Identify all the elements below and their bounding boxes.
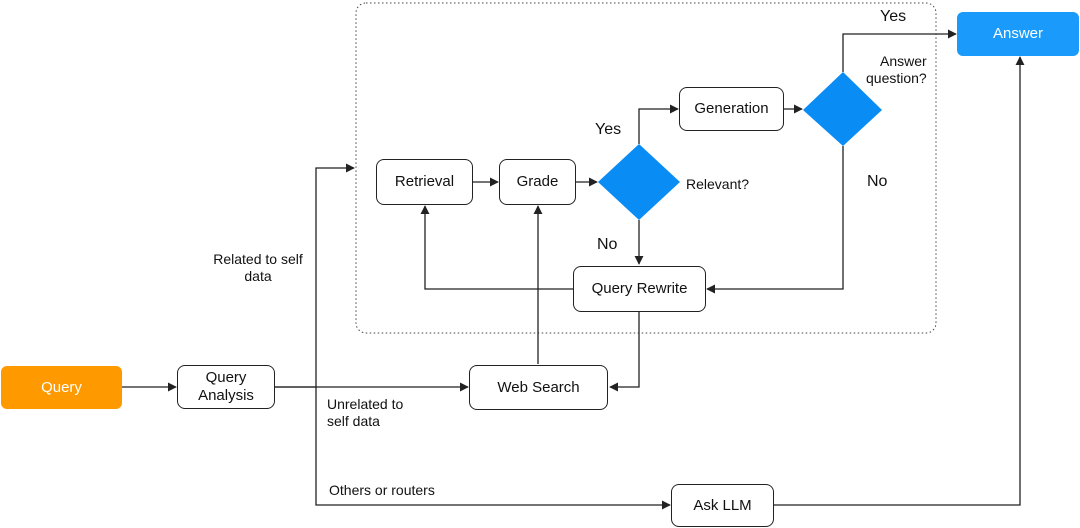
relevant-label: Relevant? — [686, 176, 750, 192]
edge-askllm-to-answer — [774, 56, 1025, 506]
query-analysis-node: Query Analysis — [177, 365, 275, 409]
unrelated-edge-label: Unrelated to self data — [327, 396, 404, 429]
edge-relevant-yes — [638, 104, 679, 144]
answer-no-label: No — [867, 173, 888, 190]
generation-node: Generation — [679, 87, 784, 131]
answer-node: Answer — [957, 12, 1079, 56]
retrieval-node: Retrieval — [376, 159, 473, 205]
relevant-yes-label: Yes — [595, 121, 622, 138]
edge-answer-no — [706, 146, 844, 294]
answer-question-label: Answer question? — [866, 53, 927, 86]
ask-llm-node: Ask LLM — [671, 484, 774, 527]
answer-question-decision — [803, 72, 882, 146]
grade-node: Grade — [499, 159, 576, 205]
others-edge-label: Others or routers — [329, 482, 435, 498]
query-rewrite-node: Query Rewrite — [573, 266, 706, 312]
web-search-node: Web Search — [469, 365, 608, 410]
edge-analysis-to-askllm — [315, 387, 671, 510]
edge-rewrite-to-websearch — [609, 311, 640, 392]
edge-rewrite-to-retrieval — [420, 205, 573, 290]
relevant-decision — [598, 144, 680, 220]
answer-yes-label: Yes — [880, 8, 907, 25]
edge-answer-yes — [842, 29, 957, 72]
edge-analysis-branch — [275, 163, 355, 388]
relevant-no-label: No — [597, 236, 618, 253]
self-data-container — [355, 2, 937, 334]
query-node: Query — [1, 366, 122, 409]
related-edge-label: Related to self data — [213, 251, 303, 284]
